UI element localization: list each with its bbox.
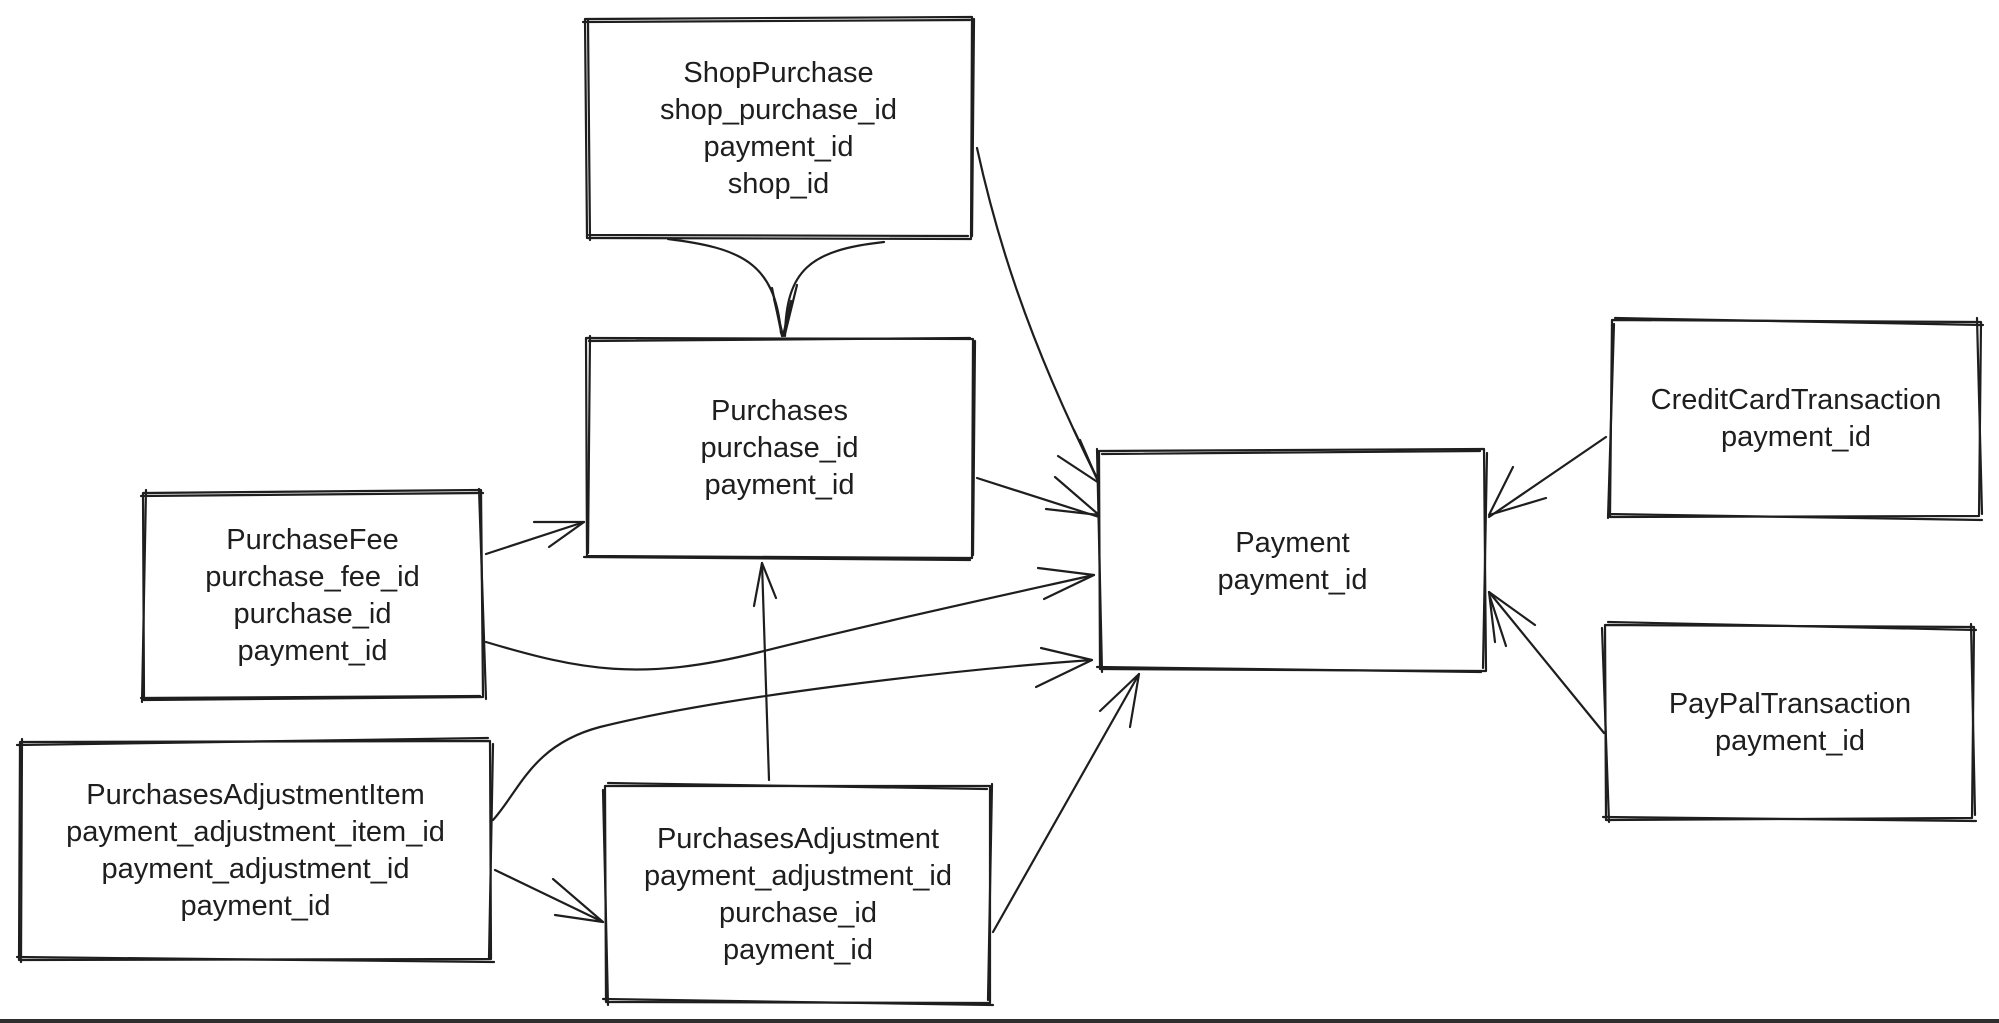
entity-title: PurchasesAdjustmentItem [86,779,425,811]
entity-title: CreditCardTransaction [1650,384,1942,416]
connector-shop-purchase-to-payment [975,146,1101,485]
entity-field: payment_adjustment_id [644,860,952,892]
connector-purchases-adjustment-to-payment [991,672,1141,934]
payment-box-outline [1095,447,1489,674]
entity-field: payment_adjustment_item_id [66,816,445,848]
entity-title: Payment [1235,526,1350,559]
connector-shop-purchase-to-purchases [666,237,886,338]
entity-field: payment_id [704,468,855,501]
entity-title: Purchases [710,394,848,427]
bottom-border-line [0,1019,1999,1023]
connector-purchases-to-payment [975,475,1101,519]
entity-field: shop_id [727,168,830,200]
entity-field: payment_id [1721,421,1871,453]
entity-field: payment_id [1715,725,1865,757]
entity-field: purchase_id [700,431,859,464]
entity-field: payment_id [237,634,388,667]
purchases-adjustment-entity: PurchasesAdjustment payment_adjustment_i… [606,787,990,1003]
connector-purchases-adjustment-to-purchases [752,561,778,782]
connector-purchases-adjustment-item-to-purchases-adjustment [493,868,605,924]
entity-title: PayPalTransaction [1668,688,1912,720]
purchases-adjustment-item-box-outline [15,736,496,964]
purchases-box-outline [582,334,977,562]
paypal-transaction-entity: PayPalTransaction payment_id [1606,627,1974,819]
entity-field: purchase_id [233,597,392,630]
entity-field: purchase_fee_id [205,560,420,593]
entity-title: PurchasesAdjustment [656,823,940,855]
connector-purchase-fee-to-payment [484,566,1096,671]
entity-field: payment_id [180,890,331,922]
entity-title: ShopPurchase [683,57,874,89]
entity-field: purchase_id [719,897,877,929]
entity-field: payment_id [703,131,854,163]
purchases-adjustment-box-outline [601,781,995,1007]
entity-field: payment_id [1217,563,1368,596]
purchases-entity: Purchases purchase_id payment_id [587,340,972,556]
purchases-adjustment-item-entity: PurchasesAdjustmentItem payment_adjustme… [20,742,491,960]
entity-field: payment_id [723,934,873,966]
connector-purchase-fee-to-purchases [484,520,586,556]
connector-credit-card-transaction-to-payment [1487,435,1608,519]
entity-field: payment_adjustment_id [101,853,410,885]
connector-paypal-transaction-to-payment [1487,590,1606,735]
payment-entity: Payment payment_id [1100,452,1485,671]
paypal-transaction-box-outline [1600,620,1978,824]
purchase-fee-box-outline [139,487,488,704]
credit-card-transaction-box-outline [1606,316,1985,522]
purchase-fee-entity: PurchaseFee purchase_fee_id purchase_id … [143,493,482,698]
shop-purchase-box-outline [581,15,976,242]
entity-title: PurchaseFee [226,523,399,556]
shop-purchase-entity: ShopPurchase shop_purchase_id payment_id… [586,20,971,238]
entity-field: shop_purchase_id [659,94,897,126]
credit-card-transaction-entity: CreditCardTransaction payment_id [1611,322,1981,516]
connector-purchases-adjustment-item-to-payment [491,646,1094,822]
